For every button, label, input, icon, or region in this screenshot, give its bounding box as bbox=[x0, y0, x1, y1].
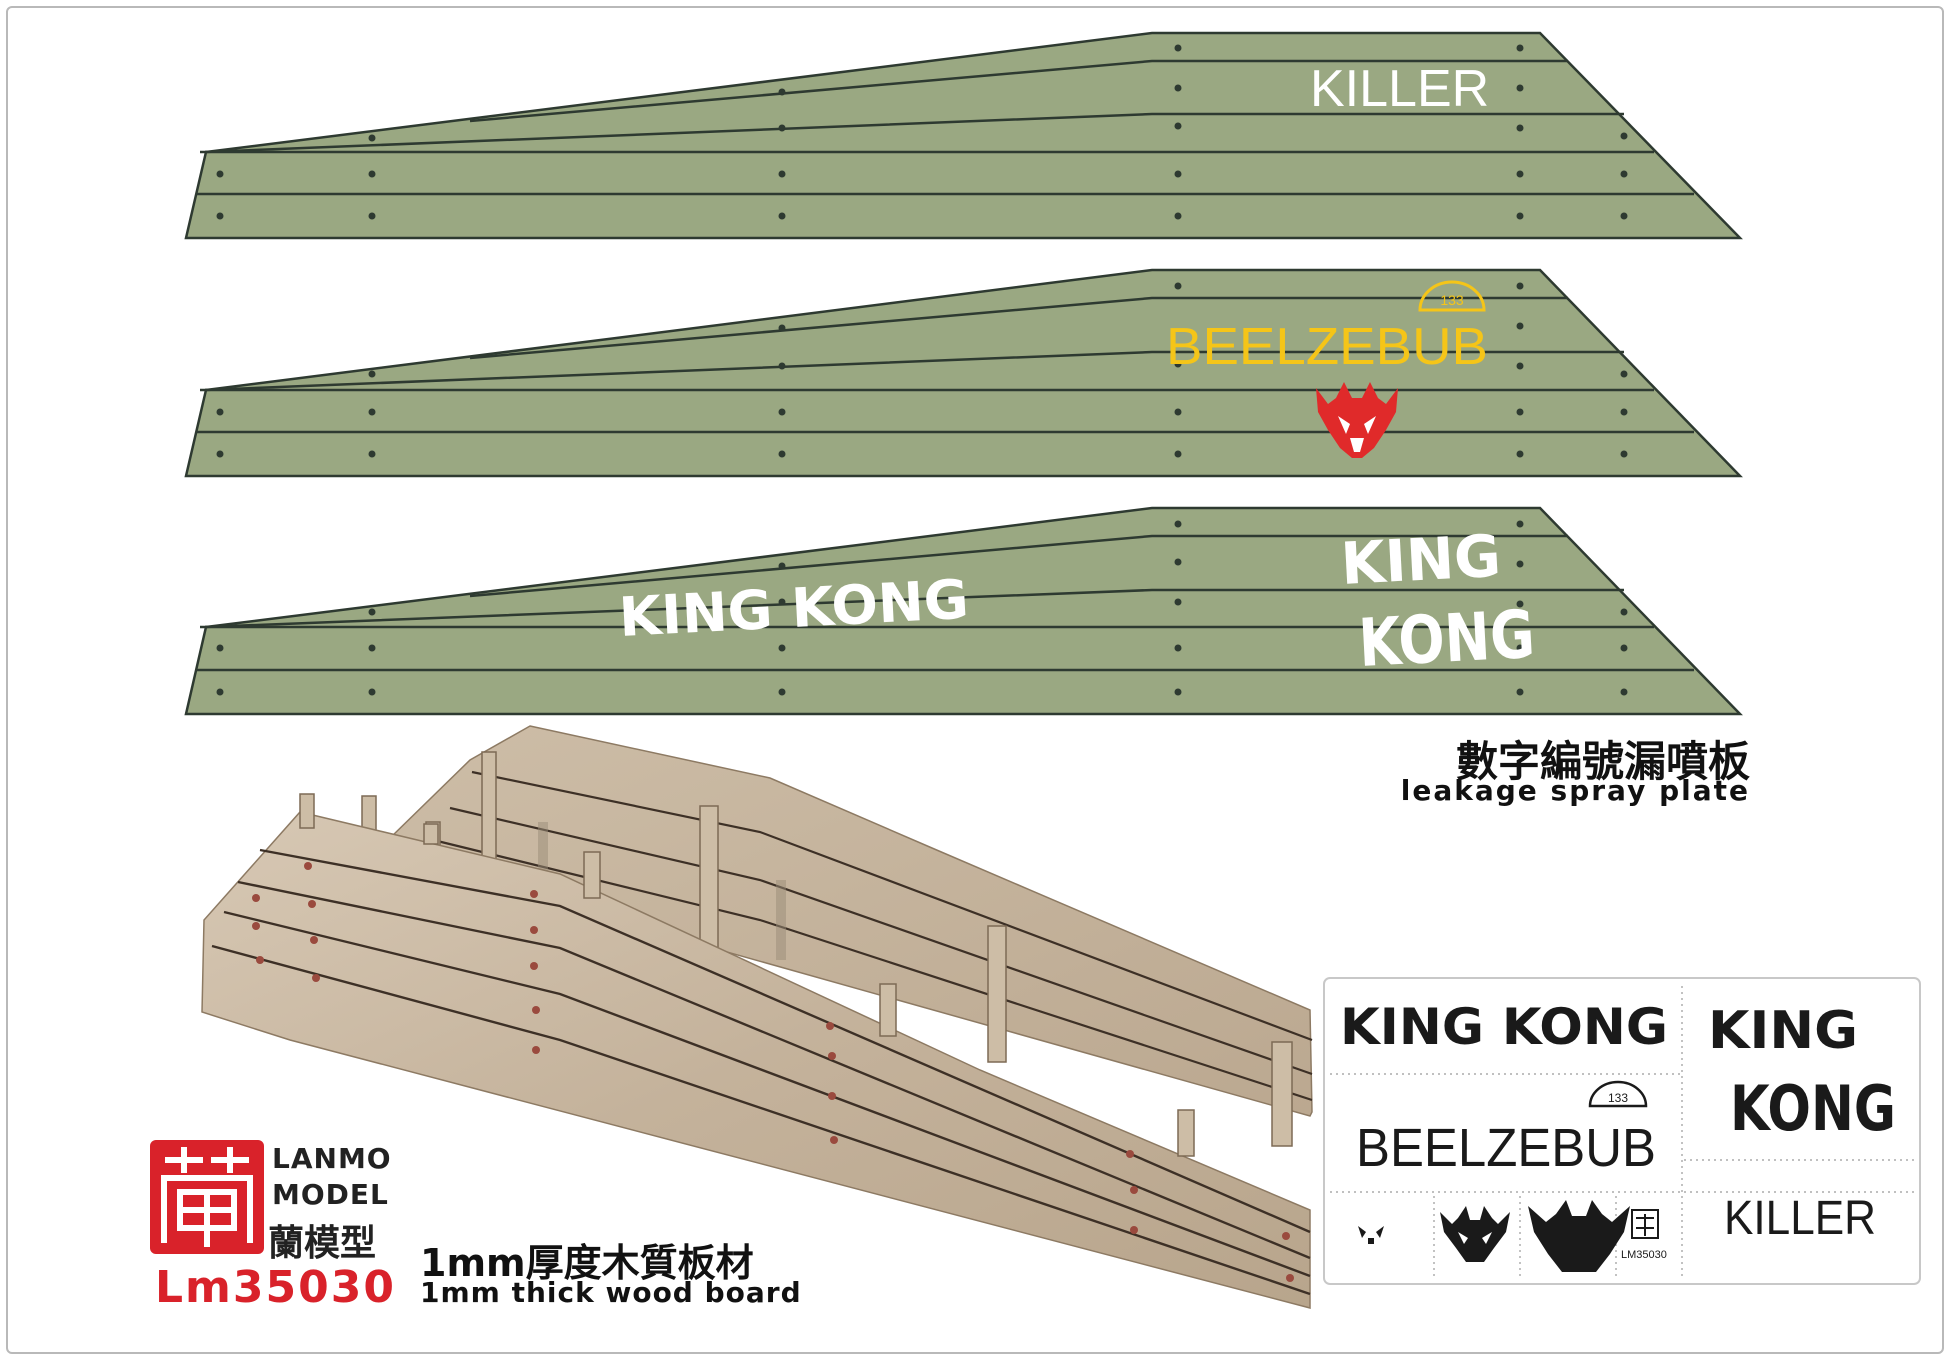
panel-killer-label: KILLER bbox=[1310, 60, 1489, 118]
stencil-beelzebub: BEELZEBUB bbox=[1356, 1118, 1656, 1178]
bull-stencil-small-icon bbox=[1440, 1206, 1510, 1262]
badge-number: 133 bbox=[1440, 292, 1464, 308]
panel-beelzebub-label: BEELZEBUB bbox=[1166, 318, 1488, 376]
lanmo-logo-icon bbox=[150, 1140, 264, 1254]
product-code: Lm35030 bbox=[155, 1262, 396, 1313]
panel-king-kong: KING KONG KING KONG bbox=[184, 506, 1743, 716]
wood-boards-render bbox=[201, 725, 1313, 1309]
mini-product-code: LM35030 bbox=[1621, 1249, 1667, 1261]
panel-kong-label: KONG bbox=[1357, 596, 1537, 682]
badge-133: 133 bbox=[1418, 280, 1486, 312]
stencil-sheet: KING KONG KING KONG 133 BEELZEBUB KILLER bbox=[1323, 977, 1921, 1285]
spray-plate-title-zh: 數字編號漏噴板 bbox=[1455, 737, 1750, 786]
mini-logo-icon bbox=[1631, 1209, 1659, 1239]
stencil-kong: KONG bbox=[1730, 1072, 1896, 1145]
bull-emblem-icon bbox=[1316, 382, 1398, 458]
stencil-king-kong: KING KONG bbox=[1340, 998, 1668, 1056]
bull-eyes-icon bbox=[1358, 1226, 1384, 1244]
brand-chinese-name: 蘭模型 bbox=[268, 1223, 377, 1264]
bull-stencil-large-icon bbox=[1528, 1200, 1630, 1272]
page-frame bbox=[6, 6, 1944, 1354]
brand-line-1: LANMO bbox=[272, 1142, 392, 1175]
stencil-badge-number: 133 bbox=[1608, 1091, 1628, 1105]
stencil-badge-icon bbox=[1588, 1080, 1648, 1108]
stencil-killer: KILLER bbox=[1724, 1192, 1876, 1245]
panel-beelzebub: 133 BEELZEBUB bbox=[184, 268, 1743, 478]
wood-board-title-en: 1mm thick wood board bbox=[420, 1276, 802, 1309]
wood-board-title-zh: 1mm厚度木質板材 bbox=[420, 1241, 754, 1285]
panel-king-label: KING bbox=[1339, 522, 1502, 598]
stencil-king: KING bbox=[1708, 1001, 1858, 1061]
panel-killer: KILLER bbox=[184, 31, 1743, 240]
spray-plate-title-en: leakage spray plate bbox=[1400, 774, 1750, 807]
brand-line-2: MODEL bbox=[272, 1178, 389, 1211]
